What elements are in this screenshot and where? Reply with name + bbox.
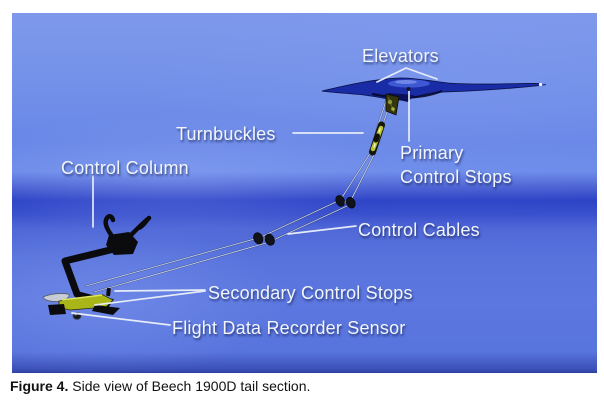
upper-pulleys-icon bbox=[335, 195, 356, 209]
label-turnbuckles: Turnbuckles bbox=[176, 124, 276, 144]
leader-secondary-a bbox=[114, 289, 206, 292]
leader-fdr-sensor bbox=[71, 312, 171, 326]
label-primary-line2: Control Stops bbox=[400, 167, 512, 187]
tail-section-drawing bbox=[42, 67, 547, 326]
yoke-left-horn bbox=[103, 214, 116, 239]
primary-stop-dot bbox=[406, 87, 411, 91]
label-primary-control-stops: Primary Control Stops bbox=[400, 141, 512, 189]
stabilizer-body bbox=[321, 77, 541, 101]
figure-caption: Figure 4. Side view of Beech 1900D tail … bbox=[10, 378, 310, 394]
base-assembly-graphic bbox=[42, 287, 120, 320]
bellcrank-graphic bbox=[385, 93, 400, 116]
leader-control-cables bbox=[287, 225, 357, 235]
control-cables-graphic bbox=[85, 100, 391, 293]
turnbuckle-icon bbox=[369, 121, 385, 156]
secondary-stop-icon bbox=[106, 287, 111, 297]
stabilizer-graphic bbox=[321, 77, 547, 102]
leader-secondary-b bbox=[94, 290, 206, 306]
label-flight-data-recorder-sensor: Flight Data Recorder Sensor bbox=[172, 318, 406, 338]
leader-lines bbox=[71, 67, 438, 326]
figure-caption-text: Side view of Beech 1900D tail section. bbox=[72, 378, 311, 394]
tail-section-figure: Elevators Turnbuckles Primary Control St… bbox=[12, 13, 597, 373]
elevator-graphic bbox=[388, 93, 414, 102]
lower-pulleys-icon bbox=[253, 232, 275, 246]
label-elevators: Elevators bbox=[362, 46, 439, 66]
tail-light-icon bbox=[538, 82, 543, 87]
yoke-hub bbox=[106, 232, 138, 255]
leader-elevators bbox=[376, 67, 438, 83]
label-control-cables: Control Cables bbox=[358, 220, 480, 240]
label-secondary-control-stops: Secondary Control Stops bbox=[208, 283, 413, 303]
label-control-column: Control Column bbox=[61, 158, 189, 178]
label-primary-line1: Primary bbox=[400, 143, 464, 163]
figure-caption-number: Figure 4. bbox=[10, 378, 69, 394]
